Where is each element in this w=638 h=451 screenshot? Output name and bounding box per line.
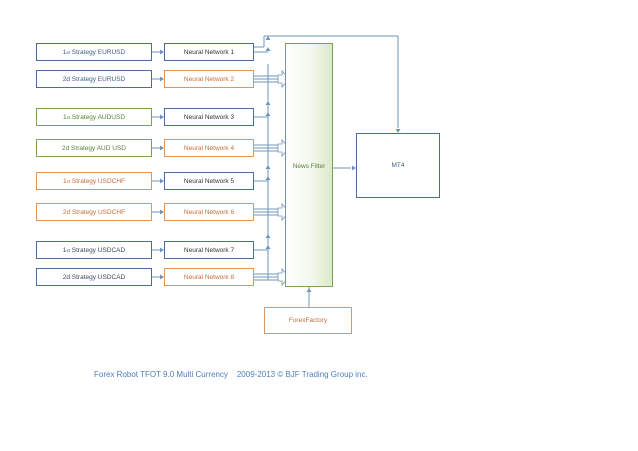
bus-arrow (265, 112, 271, 116)
connector-arrow (160, 178, 164, 184)
connector-arrow (160, 209, 164, 215)
forexfactory-arrow (306, 288, 312, 292)
neural-network-box: Neural Network 8 (164, 268, 254, 286)
strategy-number: 1 (62, 113, 67, 121)
neural-network-box: Neural Network 3 (164, 108, 254, 126)
connector-arrow (160, 145, 164, 151)
mt4-feed-arrow (395, 129, 401, 133)
strategy-ordinal: st (66, 247, 70, 253)
strategy-box: 2d Strategy USDCAD (36, 268, 152, 286)
strategy-number: 1 (62, 177, 67, 185)
connector-arrow (160, 114, 164, 120)
neural-network-label: Neural Network 3 (183, 113, 235, 121)
strategy-box: 2d Strategy EURUSD (36, 70, 152, 88)
bus-arrow (265, 36, 271, 40)
neural-network-box: Neural Network 2 (164, 70, 254, 88)
neural-network-label: Neural Network 1 (183, 48, 235, 56)
connector-arrow (160, 247, 164, 253)
neural-network-label: Neural Network 2 (183, 75, 235, 83)
strategy-label: 2d Strategy USDCAD (62, 273, 126, 281)
neural-network-label: Neural Network 6 (183, 208, 235, 216)
bus-arrow (265, 176, 271, 180)
bus-arrow (265, 165, 271, 169)
neural-network-box: Neural Network 5 (164, 172, 254, 190)
mt4-box: MT4 (356, 133, 440, 198)
strategy-number: 1 (62, 246, 67, 254)
news-filter-label: News Filter (292, 163, 326, 170)
strategy-label: Strategy EURUSD (69, 48, 126, 56)
neural-network-box: Neural Network 4 (164, 139, 254, 157)
connector-arrow (160, 76, 164, 82)
strategy-box: 2d Strategy USDCHF (36, 203, 152, 221)
bus-arrow (265, 234, 271, 238)
strategy-label: Strategy USDCAD (69, 246, 126, 254)
strategy-label: Strategy AUDUSD (70, 113, 126, 121)
neural-network-box: Neural Network 7 (164, 241, 254, 259)
strategy-ordinal: st (66, 114, 71, 120)
neural-network-label: Neural Network 8 (183, 273, 235, 281)
neural-network-label: Neural Network 4 (183, 144, 235, 152)
forexfactory-box: ForexFactory (264, 307, 352, 334)
news-filter-box (285, 43, 333, 287)
connector-arrow (160, 49, 164, 55)
bus-arrow (265, 101, 271, 105)
connector-arrow (160, 274, 164, 280)
bus-arrow (265, 245, 271, 249)
filter-mt4-arrow (352, 165, 356, 171)
neural-network-label: Neural Network 7 (183, 246, 235, 254)
strategy-number: 1 (62, 48, 67, 56)
forexfactory-label: ForexFactory (288, 317, 328, 324)
strategy-ordinal: st (66, 178, 71, 184)
footer-caption: Forex Robot TFOT 9.0 Multi Currency 2009… (94, 370, 368, 379)
bus-arrow (265, 47, 271, 51)
strategy-label: 2d Strategy USDCHF (62, 208, 126, 216)
strategy-box: 2d Strategy AUD USD (36, 139, 152, 157)
neural-network-label: Neural Network 5 (183, 177, 235, 185)
mt4-label: MT4 (391, 162, 405, 169)
strategy-ordinal: st (66, 49, 70, 55)
neural-network-box: Neural Network 6 (164, 203, 254, 221)
strategy-label: 2d Strategy EURUSD (62, 75, 126, 83)
strategy-label: Strategy USDCHF (70, 177, 126, 185)
neural-network-box: Neural Network 1 (164, 43, 254, 61)
strategy-label: 2d Strategy AUD USD (62, 144, 126, 152)
